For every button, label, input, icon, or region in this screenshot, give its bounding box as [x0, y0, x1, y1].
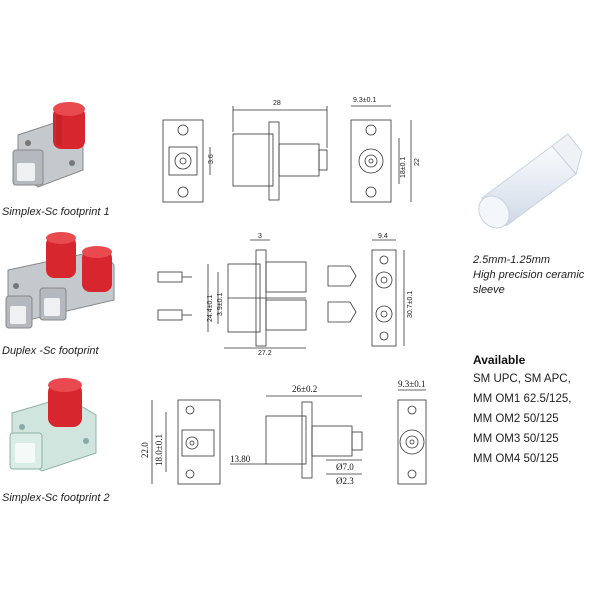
available-item: MM OM2 50/125 — [473, 413, 559, 425]
dim-dia2: Ø2.3 — [336, 476, 354, 486]
sleeve-line-3: sleeve — [473, 284, 505, 296]
available-item: MM OM1 62.5/125, — [473, 393, 572, 405]
ceramic-sleeve-photo — [478, 133, 583, 229]
caption-duplex: Duplex -Sc footprint — [2, 345, 99, 357]
dim-total: 22 — [414, 158, 421, 166]
available-list: SM UPC, SM APC, MM OM1 62.5/125, MM OM2 50… — [473, 369, 598, 469]
dim-height-2: 22.0 — [140, 442, 150, 458]
dim-depth: 13.80 — [230, 454, 251, 464]
drawing-simplex-2: 22.0 18.0±0.1 26±0.2 9.3±0.1 13.80 Ø7.0 … — [140, 379, 427, 486]
dim-width: 9.3±0.1 — [353, 97, 376, 104]
dim-inner: 18.0±0.1 — [154, 434, 164, 466]
duplex-adapter-photo — [5, 232, 115, 329]
dim-left-b: 3.9±0.1 — [217, 293, 224, 316]
dim-width-2: 9.3±0.1 — [398, 379, 425, 389]
simplex-adapter-photo-1 — [12, 102, 85, 188]
drawing-simplex-1: 3.6 28 9.3±0.1 18±0.1 22 — [162, 97, 421, 203]
dim-bottom: 27.2 — [258, 350, 272, 357]
caption-simplex-1: Simplex-Sc footprint 1 — [2, 206, 110, 218]
available-panel: Available SM UPC, SM APC, MM OM1 62.5/125… — [473, 353, 598, 469]
dim-height: 3.6 — [208, 154, 215, 164]
simplex-adapter-photo-2 — [9, 378, 97, 472]
dim-right: 30.7±0.1 — [407, 291, 414, 318]
available-title: Available — [473, 353, 526, 367]
dim-length: 28 — [273, 100, 281, 107]
dim-dia1: Ø7.0 — [336, 462, 354, 472]
dim-left-a: 24.4±0.1 — [207, 295, 214, 322]
available-item: MM OM4 50/125 — [473, 453, 559, 465]
dim-hole: 18±0.1 — [400, 157, 407, 178]
caption-simplex-2: Simplex-Sc footprint 2 — [2, 492, 110, 504]
sleeve-line-2: High precision ceramic — [473, 269, 585, 281]
available-item: MM OM3 50/125 — [473, 433, 559, 445]
sleeve-caption: 2.5mm-1.25mm High precision ceramic slee… — [473, 253, 593, 298]
dim-top: 3 — [258, 233, 262, 240]
available-item: SM UPC, SM APC, — [473, 373, 571, 385]
dim-width-duplex: 9.4 — [378, 233, 388, 240]
sleeve-line-1: 2.5mm-1.25mm — [473, 254, 551, 266]
dim-length-2: 26±0.2 — [292, 384, 317, 394]
drawing-duplex: 3 9.4 27.2 24.4±0.1 3.9±0.1 30.7±0.1 — [157, 233, 414, 357]
